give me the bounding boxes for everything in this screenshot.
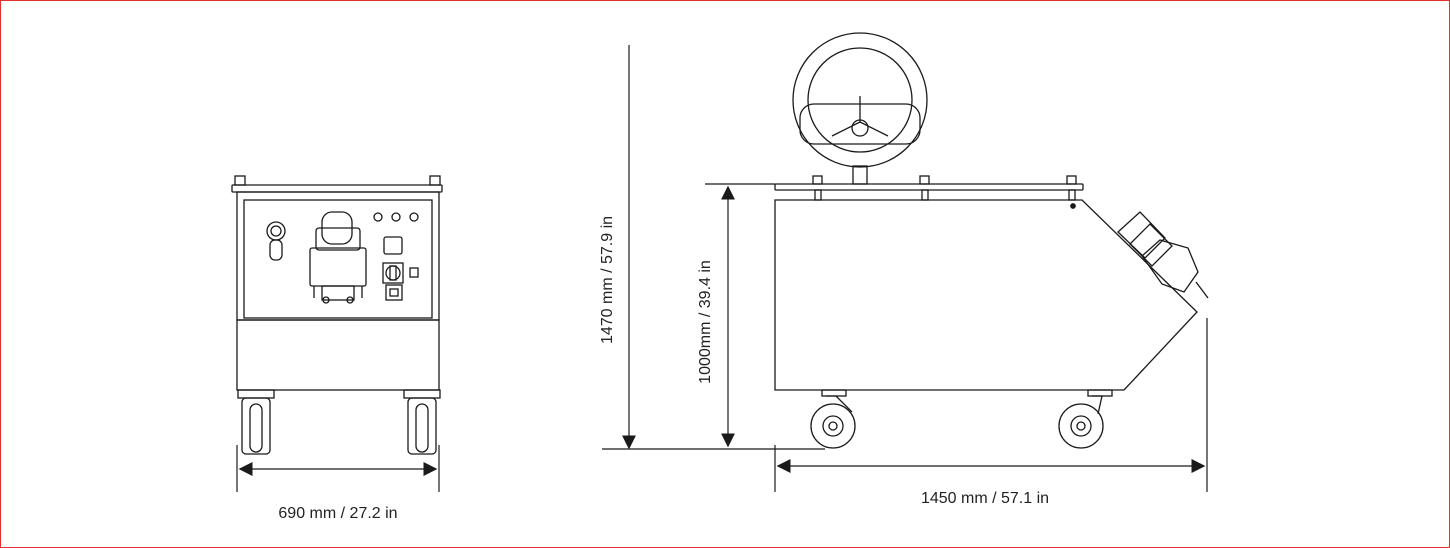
body-height-dimension	[705, 183, 775, 448]
front-view	[231, 175, 443, 455]
side-length-label: 1450 mm / 57.1 in	[921, 490, 1049, 507]
front-width-dimension	[236, 445, 440, 492]
side-view	[774, 32, 1209, 449]
total-height-label: 1470 mm / 57.9 in	[599, 216, 616, 344]
side-length-dimension	[774, 318, 1208, 492]
body-height-label: 1000mm / 39.4 in	[697, 260, 714, 384]
front-width-label: 690 mm / 27.2 in	[278, 505, 397, 522]
total-height-dimension	[602, 45, 825, 450]
